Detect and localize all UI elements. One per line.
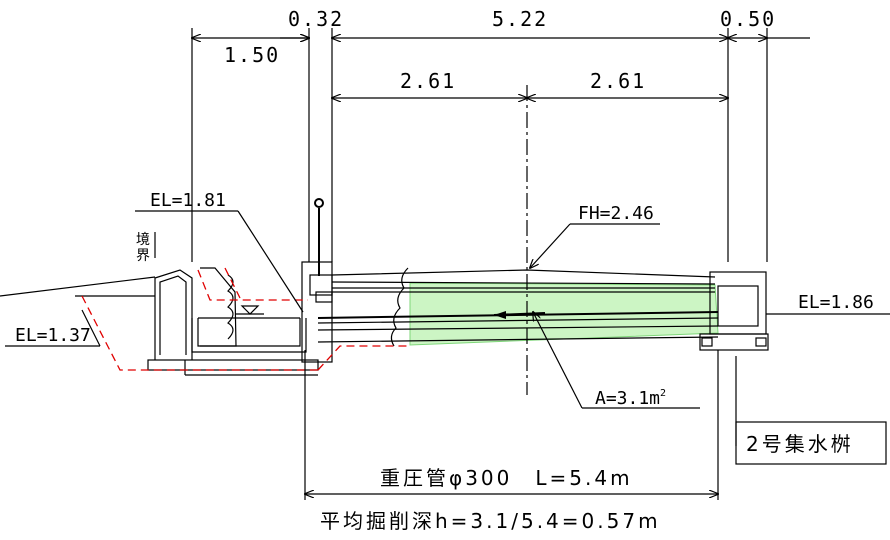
label-catch-basin: 2号集水桝 — [746, 432, 854, 456]
label-fh: FH=2.46 — [578, 203, 654, 224]
left-channel — [147, 198, 409, 376]
dim-0-50: 0.50 — [720, 7, 776, 31]
label-el-137: EL=1.37 — [15, 325, 91, 346]
label-boundary-2: 界 — [136, 248, 150, 264]
label-el-186: EL=1.86 — [798, 292, 874, 313]
dim-5-22: 5.22 — [492, 7, 548, 31]
label-boundary-1: 境 — [136, 232, 150, 248]
catch-basin — [699, 271, 769, 351]
pipe-run — [317, 269, 719, 343]
excavation-outline — [81, 267, 410, 371]
dim-1-50: 1.50 — [224, 43, 280, 67]
label-avg-depth: 平均掘削深h=3.1/5.4=0.57m — [320, 509, 661, 533]
dim-0-32: 0.32 — [288, 7, 344, 31]
annotations: EL=1.81 EL=1.37 EL=1.86 FH=2.46 A=3.1m2 … — [5, 190, 890, 533]
label-area: A=3.1m2 — [595, 388, 666, 409]
top-dimensions: 0.32 5.22 0.50 1.50 2.61 2.61 — [192, 7, 810, 262]
ground — [0, 276, 156, 297]
label-el-181: EL=1.81 — [150, 190, 226, 211]
dim-2-61-right: 2.61 — [590, 69, 646, 93]
label-pipe: 重圧管φ300 L=5.4m — [380, 466, 633, 490]
dim-2-61-left: 2.61 — [400, 69, 456, 93]
